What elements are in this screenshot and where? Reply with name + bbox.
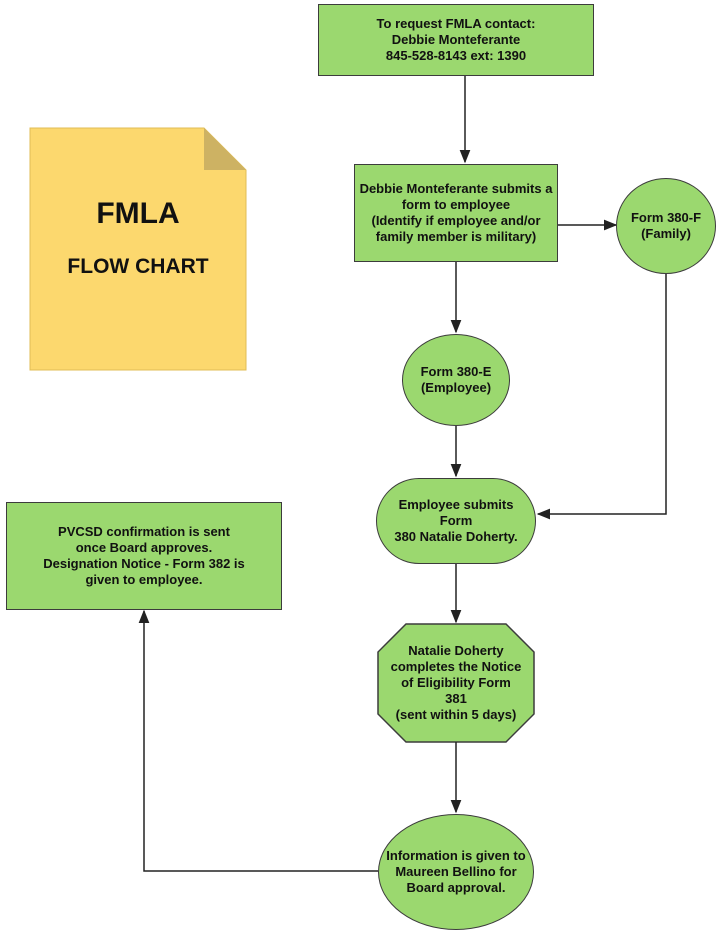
note-subtitle: FLOW CHART <box>67 255 209 278</box>
form-380f-circle: Form 380-F (Family) <box>616 178 716 274</box>
eligibility-node: Natalie Doherty completes the Notice of … <box>378 624 534 742</box>
form-380f-text: Form 380-F (Family) <box>630 210 702 241</box>
employee-submits-node: Employee submits Form 380 Natalie Dohert… <box>376 478 536 564</box>
info-given-node: Information is given to Maureen Bellino … <box>378 814 534 930</box>
contact-box: To request FMLA contact: Debbie Montefer… <box>318 4 594 76</box>
submit-form-text: Debbie Monteferante submits a form to em… <box>359 181 553 244</box>
form-380e-circle: Form 380-E (Employee) <box>402 334 510 426</box>
confirmation-text: PVCSD confirmation is sent once Board ap… <box>43 524 245 587</box>
note-title: FMLA <box>96 197 180 230</box>
edge-380f-to-employee-submits <box>536 272 667 520</box>
confirmation-box: PVCSD confirmation is sent once Board ap… <box>6 502 282 610</box>
form-380e-text: Form 380-E (Employee) <box>420 364 492 395</box>
note-card: FMLA FLOW CHART <box>30 128 246 370</box>
eligibility-text: Natalie Doherty completes the Notice of … <box>390 643 522 722</box>
eligibility-octagon-shape <box>377 623 535 743</box>
contact-text: To request FMLA contact: Debbie Montefer… <box>376 16 536 63</box>
info-given-text: Information is given to Maureen Bellino … <box>386 848 526 895</box>
employee-submits-text: Employee submits Form 380 Natalie Dohert… <box>394 497 518 544</box>
edge-info-to-confirmation <box>138 609 378 872</box>
note-shape <box>29 127 247 371</box>
submit-form-box: Debbie Monteferante submits a form to em… <box>354 164 558 262</box>
